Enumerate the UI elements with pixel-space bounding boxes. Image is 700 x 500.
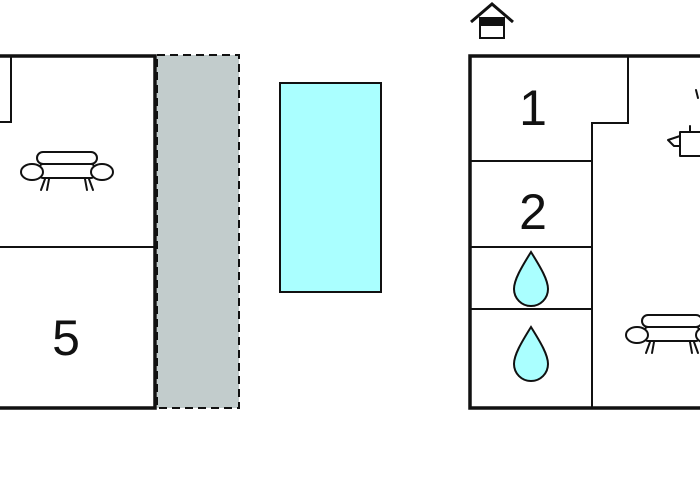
house-entrance-icon [470,2,514,39]
sofa-icon [625,314,700,354]
water-drop-icon [513,326,549,382]
right-building-interior-wall [591,57,629,408]
terrace [156,54,240,409]
sofa-icon [20,151,114,191]
left-building: 5 [0,54,157,410]
right-building: 1 2 [468,2,700,410]
room-label-1: 1 [519,80,547,136]
water-drop-icon [513,251,549,307]
left-building-corner-wall [0,57,12,123]
kettle-icon [667,89,700,157]
right-building-outer-wall [468,54,700,410]
pool [279,82,382,293]
room-label-2: 2 [519,184,547,240]
room-label-5: 5 [52,310,80,366]
left-building-outer-wall [0,54,157,410]
